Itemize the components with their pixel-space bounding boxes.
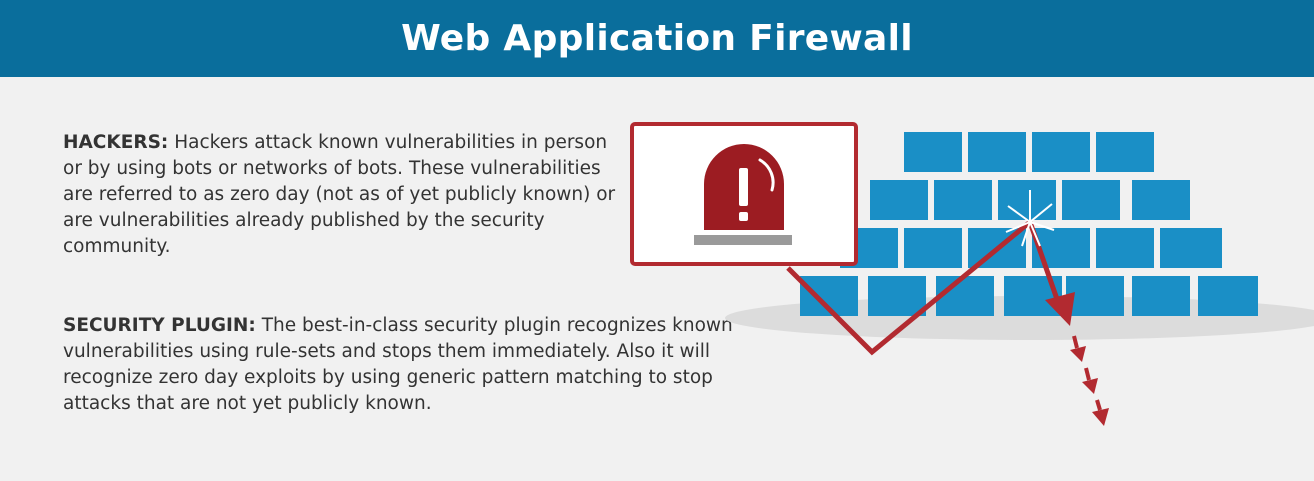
header-banner: Web Application Firewall xyxy=(0,0,1314,77)
blocked-attack-arrows xyxy=(1070,335,1109,426)
alarm-siren-icon xyxy=(694,144,792,245)
page-title: Web Application Firewall xyxy=(401,18,913,59)
security-plugin-description: SECURITY PLUGIN: The best-in-class secur… xyxy=(63,313,783,417)
hackers-description: HACKERS: Hackers attack known vulnerabil… xyxy=(63,130,623,260)
hackers-text: Hackers attack known vulnerabilities in … xyxy=(63,132,616,257)
attack-path xyxy=(786,220,1032,356)
impact-spark-icon xyxy=(1005,190,1055,247)
security-plugin-text: The best-in-class security plugin recogn… xyxy=(63,315,733,414)
security-plugin-label: SECURITY PLUGIN: xyxy=(63,315,256,336)
firewall-wall-icon xyxy=(800,132,1258,316)
attack-arrowhead xyxy=(1045,292,1075,326)
hackers-label: HACKERS: xyxy=(63,132,169,153)
